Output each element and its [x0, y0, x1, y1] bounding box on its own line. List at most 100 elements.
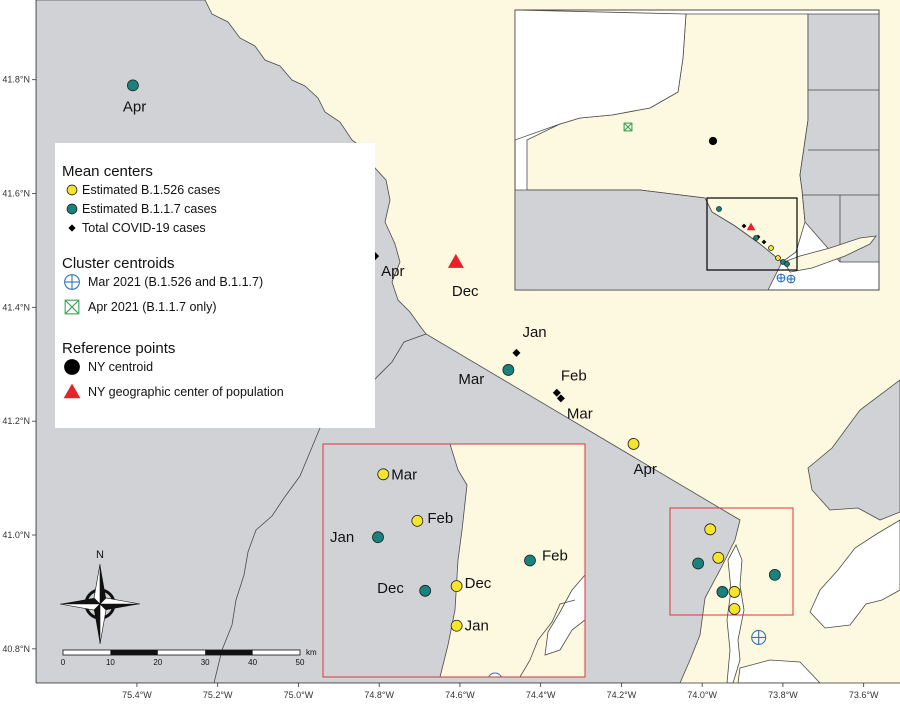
legend-item-label-2-1: NY geographic center of population [88, 385, 284, 399]
scale-bar-label-2: 20 [153, 658, 162, 667]
mean-center-point-16 [751, 629, 767, 646]
scale-bar-label-4: 40 [248, 658, 257, 667]
legend-item-label-0-2: Total COVID-19 cases [82, 221, 206, 235]
zoom-point-2 [411, 514, 424, 527]
scale-bar-label-1: 10 [106, 658, 115, 667]
longitude-tick-2: 75.0°W [284, 690, 314, 700]
mean-center-point-5 [502, 364, 515, 376]
legend-item-label-0-1: Estimated B.1.1.7 cases [82, 202, 217, 216]
inset-study-area-box [706, 197, 798, 271]
legend-group-title-2: Reference points [62, 340, 175, 357]
mean-center-point-4 [512, 348, 521, 357]
inset-b117-b [753, 235, 759, 241]
zoom-water [544, 574, 585, 656]
zoom-point-label-0: Mar [391, 466, 417, 483]
scale-bar-label-5: 50 [296, 658, 305, 667]
latitude-tick-0: 41.8°N [2, 75, 30, 85]
mean-center-point-14 [728, 586, 741, 598]
zoom-point-1 [372, 531, 384, 544]
mean-center-point-11 [692, 557, 705, 570]
zoom-point-label-5: Dec [465, 575, 492, 592]
longitude-tick-4: 74.6°W [445, 690, 475, 700]
new-jersey-border [213, 333, 427, 683]
compass-rose: N [59, 549, 141, 645]
longitude-tick-6: 74.2°W [607, 690, 637, 700]
inset-total-a [741, 223, 747, 229]
legend-item-label-1-1: Apr 2021 (B.1.1.7 only) [88, 300, 217, 314]
legend-symbol-0-0 [66, 184, 78, 196]
longitude-tick-5: 74.4°W [526, 690, 556, 700]
legend-symbol-1-0 [64, 274, 80, 290]
latitude-tick-labels: 41.8°N41.6°N41.4°N41.2°N41.0°N40.8°N [2, 75, 36, 654]
zoom-point-label-1: Jan [330, 529, 354, 546]
inset-cluster-apr [623, 122, 633, 132]
scale-bar-label-0: 0 [61, 658, 66, 667]
mean-center-point-13 [716, 586, 729, 598]
mean-center-point-8 [627, 438, 640, 450]
zoom-west-land [323, 444, 468, 677]
inset-overview-map [514, 9, 880, 291]
mean-center-point-3 [447, 253, 464, 268]
zoom-point-0 [377, 468, 390, 481]
point-label-8: Apr [634, 461, 657, 478]
legend-symbol-2-1 [63, 383, 81, 399]
zoom-point-label-4: Dec [377, 580, 404, 597]
compass-north-label: N [96, 549, 104, 561]
zoom-point-label-6: Jan [465, 618, 489, 635]
legend-item-label-0-0: Estimated B.1.526 cases [82, 183, 220, 197]
legend-group-title-0: Mean centers [62, 163, 153, 180]
mean-center-point-15 [728, 603, 741, 615]
legend-item-label-2-0: NY centroid [88, 360, 153, 374]
point-label-6: Feb [561, 368, 587, 385]
legend-group-title-1: Cluster centroids [62, 255, 175, 272]
latitude-tick-5: 40.8°N [2, 644, 30, 654]
inset-b1526-b [775, 255, 781, 261]
inset-b117-d [784, 261, 790, 267]
longitude-tick-8: 73.8°W [768, 690, 798, 700]
zoom-point-3 [524, 554, 536, 567]
mean-center-point-0 [126, 79, 139, 92]
inset-lake-ontario [515, 10, 687, 141]
inset-neighbor-states [515, 189, 783, 290]
point-label-5: Mar [458, 371, 484, 388]
point-label-7: Mar [567, 405, 593, 422]
inset-state-lines [802, 89, 879, 262]
inset-total-c [761, 239, 767, 245]
zoom-point-label-3: Feb [542, 548, 568, 565]
latitude-tick-2: 41.4°N [2, 302, 30, 312]
inset-long-island [783, 235, 877, 273]
inset-b117-a [716, 206, 722, 212]
longitude-tick-1: 75.2°W [203, 690, 233, 700]
legend-item-label-1-0: Mar 2021 (B.1.526 and B.1.1.7) [88, 275, 263, 289]
legend-symbol-1-1 [64, 299, 80, 315]
mean-center-point-9 [704, 523, 717, 536]
inset-ny-centroid [708, 136, 718, 146]
inset-pop-center [746, 222, 756, 231]
lower-bay-water [737, 659, 821, 683]
mean-center-point-10 [712, 551, 725, 564]
zoom-point-4 [419, 584, 432, 597]
latitude-tick-3: 41.2°N [2, 416, 30, 426]
tick-marks [35, 0, 900, 684]
inset-cluster-mar-a [776, 273, 786, 283]
mean-center-point-6 [552, 388, 561, 397]
zoom-source-box [669, 507, 794, 616]
latitude-tick-4: 41.0°N [2, 530, 30, 540]
connecticut-land [807, 379, 900, 521]
zoom-point-label-2: Feb [427, 510, 453, 527]
point-label-1: Apr [381, 263, 404, 280]
legend-symbol-2-0 [64, 359, 80, 375]
mean-center-point-7 [556, 394, 565, 403]
point-label-0: Apr [123, 98, 146, 115]
longitude-tick-9: 73.6°W [849, 690, 879, 700]
legend-box [55, 143, 375, 428]
longitude-tick-7: 74.0°W [687, 690, 717, 700]
inset-b1526-a [768, 245, 774, 251]
longitude-tick-0: 75.4°W [122, 690, 152, 700]
mean-center-point-12 [768, 568, 781, 581]
